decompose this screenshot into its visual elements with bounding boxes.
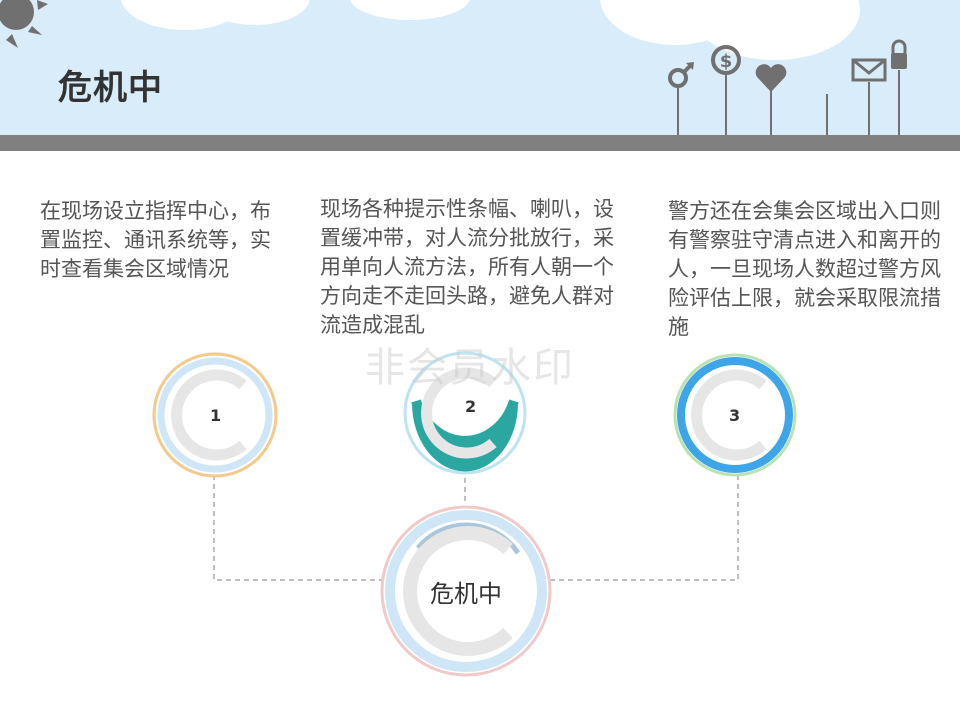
cloud — [350, 0, 470, 20]
heart-icon — [755, 64, 787, 135]
step-2-number: 2 — [465, 397, 477, 416]
point-3-text: 警方还在会集会区域出入口则有警察驻守清点进入和离开的人，一旦现场人数超过警方风险… — [668, 199, 941, 339]
center-circle — [380, 505, 552, 677]
step-2-circle — [403, 351, 527, 475]
point-1-text: 在现场设立指挥中心，布置监控、通讯系统等，实时查看集会区域情况 — [40, 199, 271, 281]
mail-icon — [851, 58, 887, 135]
watermark: 非会员水印 — [365, 345, 575, 391]
step-1-number: 1 — [210, 406, 222, 425]
male-icon — [668, 62, 694, 135]
sun-icon — [0, 0, 48, 48]
dollar-icon: $ — [711, 45, 741, 135]
header-pins: $ — [668, 39, 907, 135]
header-divider-bar — [0, 135, 960, 151]
center-label: 危机中 — [430, 580, 502, 608]
point-2-text: 现场各种提示性条幅、喇叭，设置缓冲带，对人流分批放行，采用单向人流方法，所有人朝… — [320, 197, 614, 337]
svg-text:$: $ — [720, 51, 733, 72]
step-3-number: 3 — [729, 406, 741, 425]
slide-title: 危机中 — [58, 68, 163, 108]
step-3-circle — [673, 353, 797, 477]
step-1-circle — [152, 352, 278, 478]
lock-icon — [891, 39, 907, 135]
header-banner: $ 危机中 — [0, 0, 960, 135]
